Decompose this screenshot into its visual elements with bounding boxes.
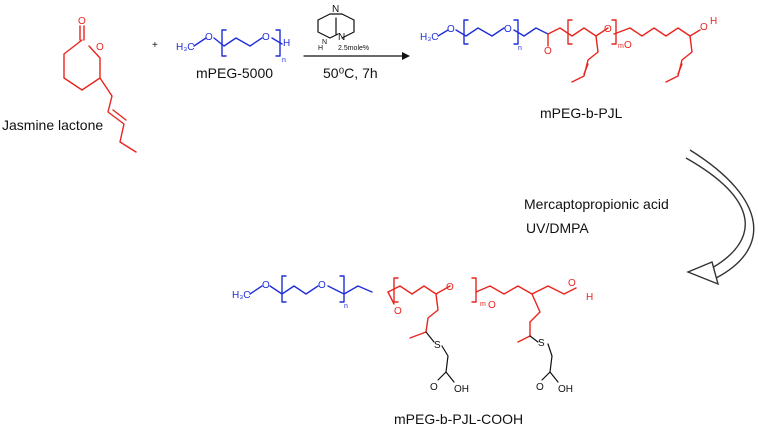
catalyst-structure: N N N H	[317, 4, 355, 52]
mpeg-o2: O	[262, 32, 270, 43]
p1-co1: O	[544, 46, 552, 57]
mpeg-n: n	[282, 57, 286, 64]
p1-o1: O	[447, 24, 455, 35]
p2-acid1-o: O	[430, 382, 438, 393]
p2-m: m	[480, 301, 486, 308]
p2-co2: O	[488, 300, 496, 311]
p2-n: n	[344, 303, 348, 310]
p2-acid2-o: O	[536, 382, 544, 393]
curved-arrow	[685, 149, 755, 286]
mpeg-structure: H₃C O O n H	[176, 29, 290, 64]
catalyst-n2: N	[338, 32, 345, 43]
jasmine-lactone-structure: O O	[63, 16, 137, 153]
plus-sign: +	[152, 40, 158, 51]
product2-structure: H₃C O O n O O S O OH m O O H S O OH	[232, 275, 593, 395]
step2-reagent: Mercaptopropionic acid	[524, 196, 669, 212]
p2-s2: S	[538, 338, 545, 349]
mpeg-h3c: H₃C	[176, 42, 195, 53]
p2-co1: O	[394, 306, 402, 317]
p2-s1: S	[434, 340, 441, 351]
mpeg-label: mPEG-5000	[196, 65, 273, 81]
p1-m: m	[618, 43, 624, 50]
p2-o2: O	[318, 280, 326, 291]
temperature-time: 50⁰C, 7h	[323, 65, 378, 81]
p1-ester-o: O	[604, 24, 612, 35]
p2-ester-o: O	[446, 282, 454, 293]
p2-oh-o: O	[568, 278, 576, 289]
catalyst-loading: 2.5mole%	[338, 45, 369, 52]
p2-h3c: H₃C	[232, 290, 251, 301]
p1-o2: O	[504, 24, 512, 35]
jasmine-lactone-label: Jasmine lactone	[2, 117, 103, 133]
mpeg-h: H	[283, 38, 290, 49]
p2-acid2-oh: OH	[558, 384, 573, 395]
reaction-arrow-1-head	[402, 52, 410, 60]
product1-structure: H₃C O O n O O m O O H	[420, 16, 717, 83]
p1-co2: O	[624, 40, 632, 51]
step2-method: UV/DMPA	[526, 220, 589, 236]
p2-acid1-oh: OH	[454, 384, 469, 395]
p1-n: n	[518, 45, 522, 52]
catalyst-n1: N	[332, 4, 339, 15]
mpeg-o1: O	[205, 32, 213, 43]
p2-o1: O	[262, 280, 270, 291]
lactone-carbonyl-o: O	[78, 16, 86, 27]
product1-label: mPEG-b-PJL	[540, 105, 623, 121]
p1-h3c: H₃C	[420, 32, 439, 43]
product2-label: mPEG-b-PJL-COOH	[394, 411, 523, 427]
p1-oh-o: O	[700, 22, 708, 33]
p2-oh-h: H	[586, 292, 593, 303]
p1-oh-h: H	[710, 16, 717, 27]
catalyst-nh-n: N	[322, 39, 327, 46]
lactone-ring-o: O	[96, 42, 104, 53]
catalyst-nh-h: H	[318, 45, 323, 52]
